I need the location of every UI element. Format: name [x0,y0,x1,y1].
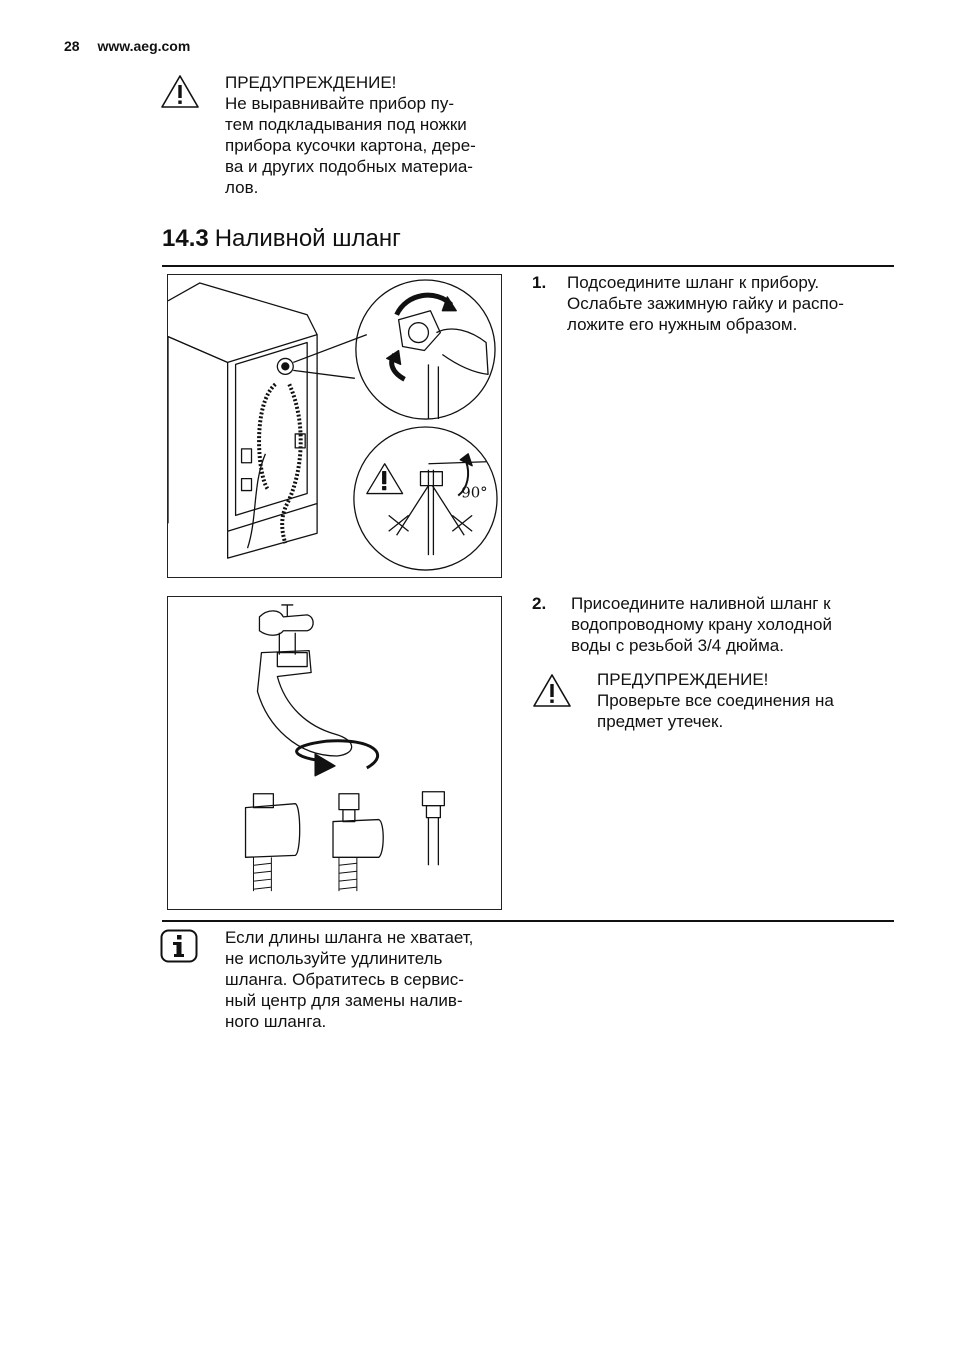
page-header: 28 www.aeg.com [64,38,190,54]
page-number: 28 [64,38,80,54]
faucet-figure [167,596,502,910]
info-text: Если длины шланга не хватает, не использ… [225,928,474,1031]
section-heading: Наливной шланг [214,225,401,252]
hose-connection-figure: 90° [167,274,502,578]
step-2-number: 2. [532,594,547,613]
warning-text: Не выравнивайте прибор пу- тем подкладыв… [225,94,476,197]
step-1-text: Подсоедините шланг к прибору. Ослабьте з… [567,273,844,334]
step-1-number: 1. [532,273,547,292]
warning-triangle-icon [160,74,200,110]
section-divider [162,265,894,267]
step-2-text: Присоедините наливной шланг к водопровод… [571,594,832,655]
warning-title: ПРЕДУПРЕЖДЕНИЕ! [225,73,397,92]
step-1: 1. Подсоедините шланг к прибору. Ослабьт… [532,272,892,338]
warning-triangle-icon [532,673,572,709]
site-url: www.aeg.com [97,38,191,54]
warning-title: ПРЕДУПРЕЖДЕНИЕ! [597,670,769,689]
section-end-divider [162,920,894,922]
section-number: 14.3 [162,225,209,252]
info-icon [160,929,198,963]
warning-text: Проверьте все соединения на предмет утеч… [597,691,834,731]
angle-label: 90° [461,484,487,502]
step-2: 2. Присоедините наливной шланг к водопро… [532,593,892,659]
